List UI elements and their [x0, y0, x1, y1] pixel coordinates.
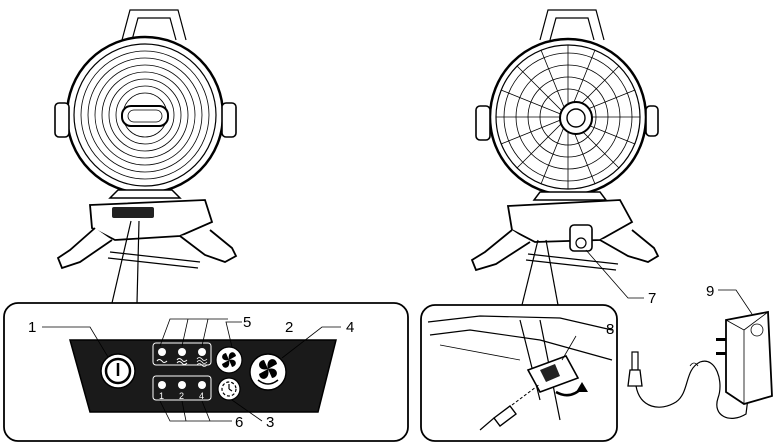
control-panel-inset: 1 2 4 1 5 2 4 6 3 — [4, 303, 408, 441]
fan-mode-button-icon — [216, 347, 242, 373]
zoom-leader-right-b — [546, 240, 558, 305]
callout-6: 6 — [235, 414, 243, 431]
timer-button-icon — [218, 378, 240, 400]
speed-led-label-1: 1 — [159, 391, 164, 401]
callout-7: 7 — [648, 290, 656, 307]
speed-led-label-4: 4 — [199, 391, 204, 401]
callout-4: 4 — [346, 319, 354, 336]
ac-adapter — [628, 290, 772, 418]
speed-led-label-2: 2 — [179, 391, 184, 401]
callout-2: 2 — [285, 319, 293, 336]
callout-3: 3 — [266, 414, 274, 431]
power-button-icon — [101, 354, 135, 388]
fan-rear-view — [472, 10, 658, 270]
callout-5: 5 — [243, 314, 251, 331]
zoom-leader-right-a — [522, 240, 538, 305]
callout-1: 1 — [28, 319, 36, 336]
callout-9: 9 — [706, 283, 714, 300]
dc-input-inset — [421, 305, 617, 441]
fan-front-view — [55, 10, 236, 268]
fan-speed-button-icon — [250, 354, 286, 390]
callout-8: 8 — [606, 321, 614, 338]
